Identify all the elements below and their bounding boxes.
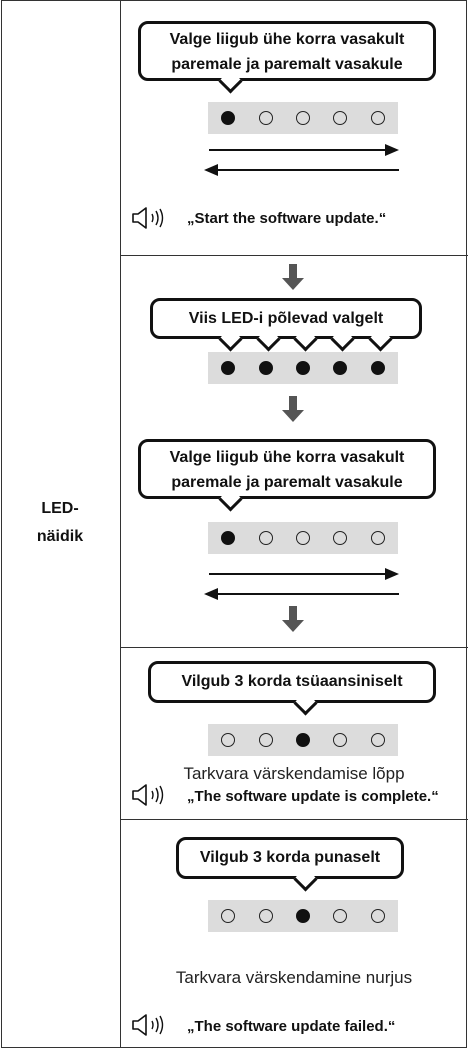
led-1 xyxy=(221,111,235,125)
right-arrow-line xyxy=(209,573,389,575)
sweep-speech-bubble: Valge liigub ühe korra vasakult paremale… xyxy=(138,439,436,499)
led-1 xyxy=(221,361,235,375)
voice-prompt: „The software update failed.“ xyxy=(187,1018,396,1035)
led-strip xyxy=(208,102,398,134)
led-4 xyxy=(333,733,347,747)
right-arrow-line xyxy=(209,149,389,151)
complete-speech-bubble: Vilgub 3 korda tsüaansiniselt xyxy=(148,661,436,703)
left-arrow-line xyxy=(218,593,399,595)
row-label-line2: näidik xyxy=(36,528,84,545)
right-arrow-icon xyxy=(385,144,399,156)
status-caption: Tarkvara värskendamise lõpp xyxy=(183,764,405,783)
down-arrow-icon xyxy=(282,264,304,290)
bubble-line1: Valge liigub ühe korra vasakult xyxy=(169,449,405,466)
led-5 xyxy=(371,531,385,545)
failed-speech-bubble: Vilgub 3 korda punaselt xyxy=(176,837,404,879)
row-label-cell: LED- näidik xyxy=(0,0,120,1048)
column-divider xyxy=(120,0,121,1048)
led-strip xyxy=(208,724,398,756)
speaker-sound-icon xyxy=(132,1014,164,1036)
led-strip-all xyxy=(208,352,398,384)
led-5 xyxy=(371,111,385,125)
led-4 xyxy=(333,531,347,545)
left-arrow-line xyxy=(218,169,399,171)
status-caption: Tarkvara värskendamine nurjus xyxy=(175,968,413,987)
led-3 xyxy=(296,531,310,545)
left-arrow-icon xyxy=(204,588,218,600)
led-3 xyxy=(296,733,310,747)
down-arrow-icon xyxy=(282,606,304,632)
row-divider xyxy=(120,255,468,256)
right-arrow-icon xyxy=(385,568,399,580)
bubble-line1: Valge liigub ühe korra vasakult xyxy=(169,31,405,48)
bubble-line2: paremale ja paremalt vasakule xyxy=(171,56,403,73)
led-4 xyxy=(333,909,347,923)
led-5 xyxy=(371,361,385,375)
led-1 xyxy=(221,733,235,747)
led-3 xyxy=(296,111,310,125)
led-2 xyxy=(259,111,273,125)
led-4 xyxy=(333,111,347,125)
speaker-sound-icon xyxy=(132,207,164,229)
row-divider xyxy=(120,647,468,648)
led-5 xyxy=(371,909,385,923)
bubble-text: Viis LED-i põlevad valgelt xyxy=(188,310,384,327)
led-2 xyxy=(259,531,273,545)
led-2 xyxy=(259,361,273,375)
led-5 xyxy=(371,733,385,747)
voice-prompt: „The software update is complete.“ xyxy=(187,788,439,805)
voice-prompt: „Start the software update.“ xyxy=(187,210,387,227)
led-2 xyxy=(259,909,273,923)
bubble-line2: paremale ja paremalt vasakule xyxy=(171,474,403,491)
left-arrow-icon xyxy=(204,164,218,176)
start-speech-bubble: Valge liigub ühe korra vasakult paremale… xyxy=(138,21,436,81)
led-4 xyxy=(333,361,347,375)
down-arrow-icon xyxy=(282,396,304,422)
bubble-text: Vilgub 3 korda punaselt xyxy=(199,849,381,866)
row-divider xyxy=(120,819,468,820)
led-1 xyxy=(221,909,235,923)
row-label-line1: LED- xyxy=(41,500,79,517)
led-2 xyxy=(259,733,273,747)
speaker-sound-icon xyxy=(132,784,164,806)
led-strip xyxy=(208,522,398,554)
led-3 xyxy=(296,361,310,375)
led-strip xyxy=(208,900,398,932)
bubble-text: Vilgub 3 korda tsüaansiniselt xyxy=(181,673,403,690)
led-1 xyxy=(221,531,235,545)
led-3 xyxy=(296,909,310,923)
